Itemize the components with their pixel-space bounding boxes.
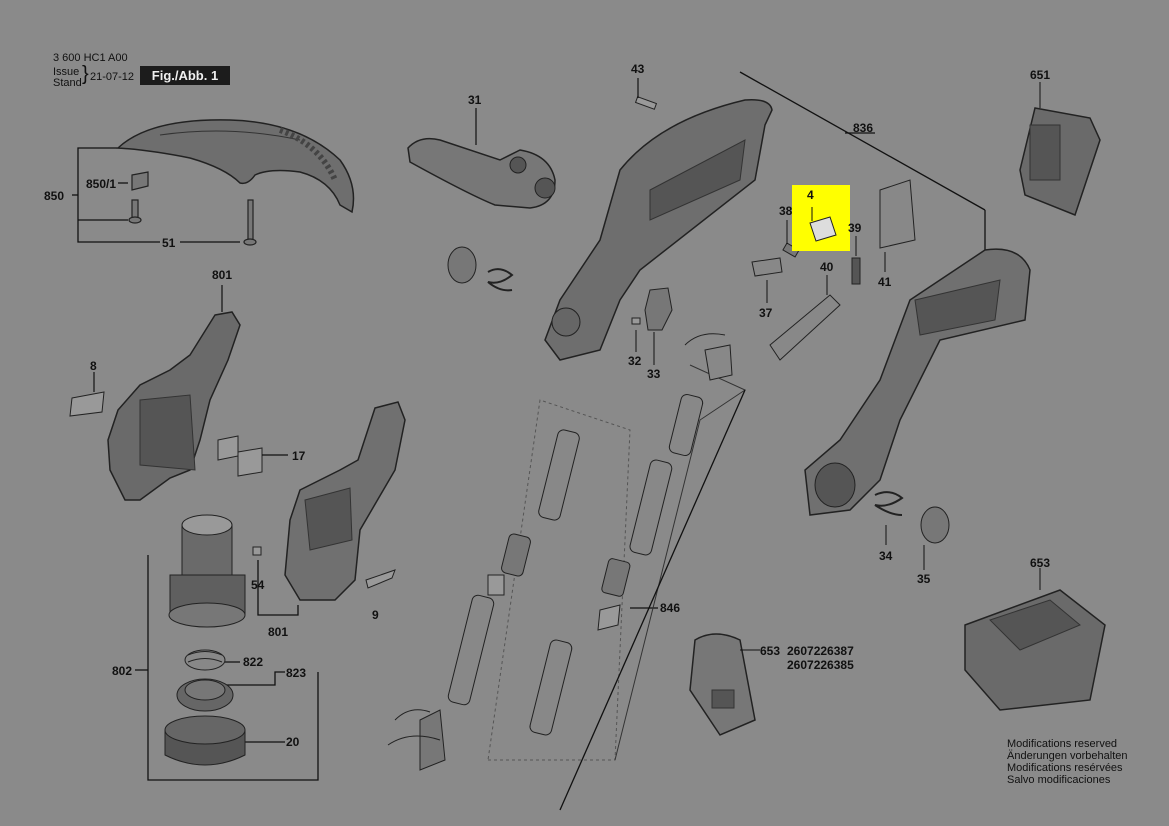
figure-label: Fig./Abb. 1 (140, 66, 230, 85)
connector (684, 333, 733, 381)
callout-32: 32 (628, 354, 642, 368)
notice-line-fr: Modifications resérvées (1007, 762, 1123, 774)
callout-801-bottom: 801 (268, 625, 289, 639)
notice-line-en: Modifications reserved (1007, 738, 1118, 750)
housing-801-right (284, 401, 406, 601)
callout-40: 40 (820, 260, 834, 274)
callout-802: 802 (112, 664, 133, 678)
label-part-8 (69, 372, 105, 417)
bracket-850 (72, 147, 240, 243)
small-parts (751, 179, 916, 361)
charger-653 (964, 568, 1106, 711)
callout-17: 17 (292, 449, 306, 463)
callout-37: 37 (759, 306, 773, 320)
handle-housing-836-right (804, 248, 1031, 516)
model-number: 3 600 HC1 A00 (53, 52, 128, 64)
callout-54: 54 (251, 578, 265, 592)
order-number-1: 2607226387 (787, 644, 854, 658)
switch-part-4 (809, 207, 837, 242)
callout-8: 8 (90, 359, 97, 373)
screw-43 (634, 78, 658, 110)
callout-35: 35 (917, 572, 931, 586)
screws-51 (128, 171, 257, 246)
stand-label: Stand (53, 77, 82, 89)
callout-846: 846 (660, 601, 681, 615)
callout-41: 41 (878, 275, 892, 289)
notice-line-es: Salvo modificaciones (1007, 774, 1111, 786)
callout-4: 4 (807, 188, 814, 202)
trigger-33 (631, 287, 673, 365)
guard-850 (116, 119, 355, 214)
handle-housing-836-left (544, 98, 773, 361)
notice-line-de: Änderungen vorbehalten (1007, 750, 1128, 762)
bracket-836 (559, 71, 986, 811)
housing-801 (107, 285, 241, 501)
knob-left (447, 246, 514, 292)
shaft-846 (387, 364, 747, 771)
callout-31: 31 (468, 93, 482, 107)
callout-823: 823 (286, 666, 307, 680)
clips-17 (217, 435, 288, 477)
knob-right (874, 491, 950, 570)
callout-651: 651 (1030, 68, 1051, 82)
callout-822: 822 (243, 655, 264, 669)
spool-assembly (164, 649, 246, 766)
callout-836: 836 (853, 121, 874, 135)
callout-850: 850 (44, 189, 65, 203)
battery-pack-653 (689, 633, 760, 736)
callout-34: 34 (879, 549, 893, 563)
callout-653-pack: 653 (760, 644, 781, 658)
callout-39: 39 (848, 221, 862, 235)
handle-31 (407, 108, 556, 209)
callout-850-1: 850/1 (86, 177, 117, 191)
callout-33: 33 (647, 367, 661, 381)
issue-date: 21-07-12 (90, 71, 135, 83)
callout-20: 20 (286, 735, 300, 749)
callout-9: 9 (372, 608, 379, 622)
callout-38: 38 (779, 204, 793, 218)
motor (168, 514, 262, 628)
order-number-2: 2607226385 (787, 658, 854, 672)
battery-651 (1019, 82, 1101, 216)
callout-653-charger: 653 (1030, 556, 1051, 570)
callout-51: 51 (162, 236, 176, 250)
brace: } (82, 63, 89, 85)
callout-801-top: 801 (212, 268, 233, 282)
modifications-notice: Modifications reserved Änderungen vorbeh… (1007, 738, 1127, 786)
callout-43: 43 (631, 62, 645, 76)
issue-label: Issue (53, 66, 80, 78)
